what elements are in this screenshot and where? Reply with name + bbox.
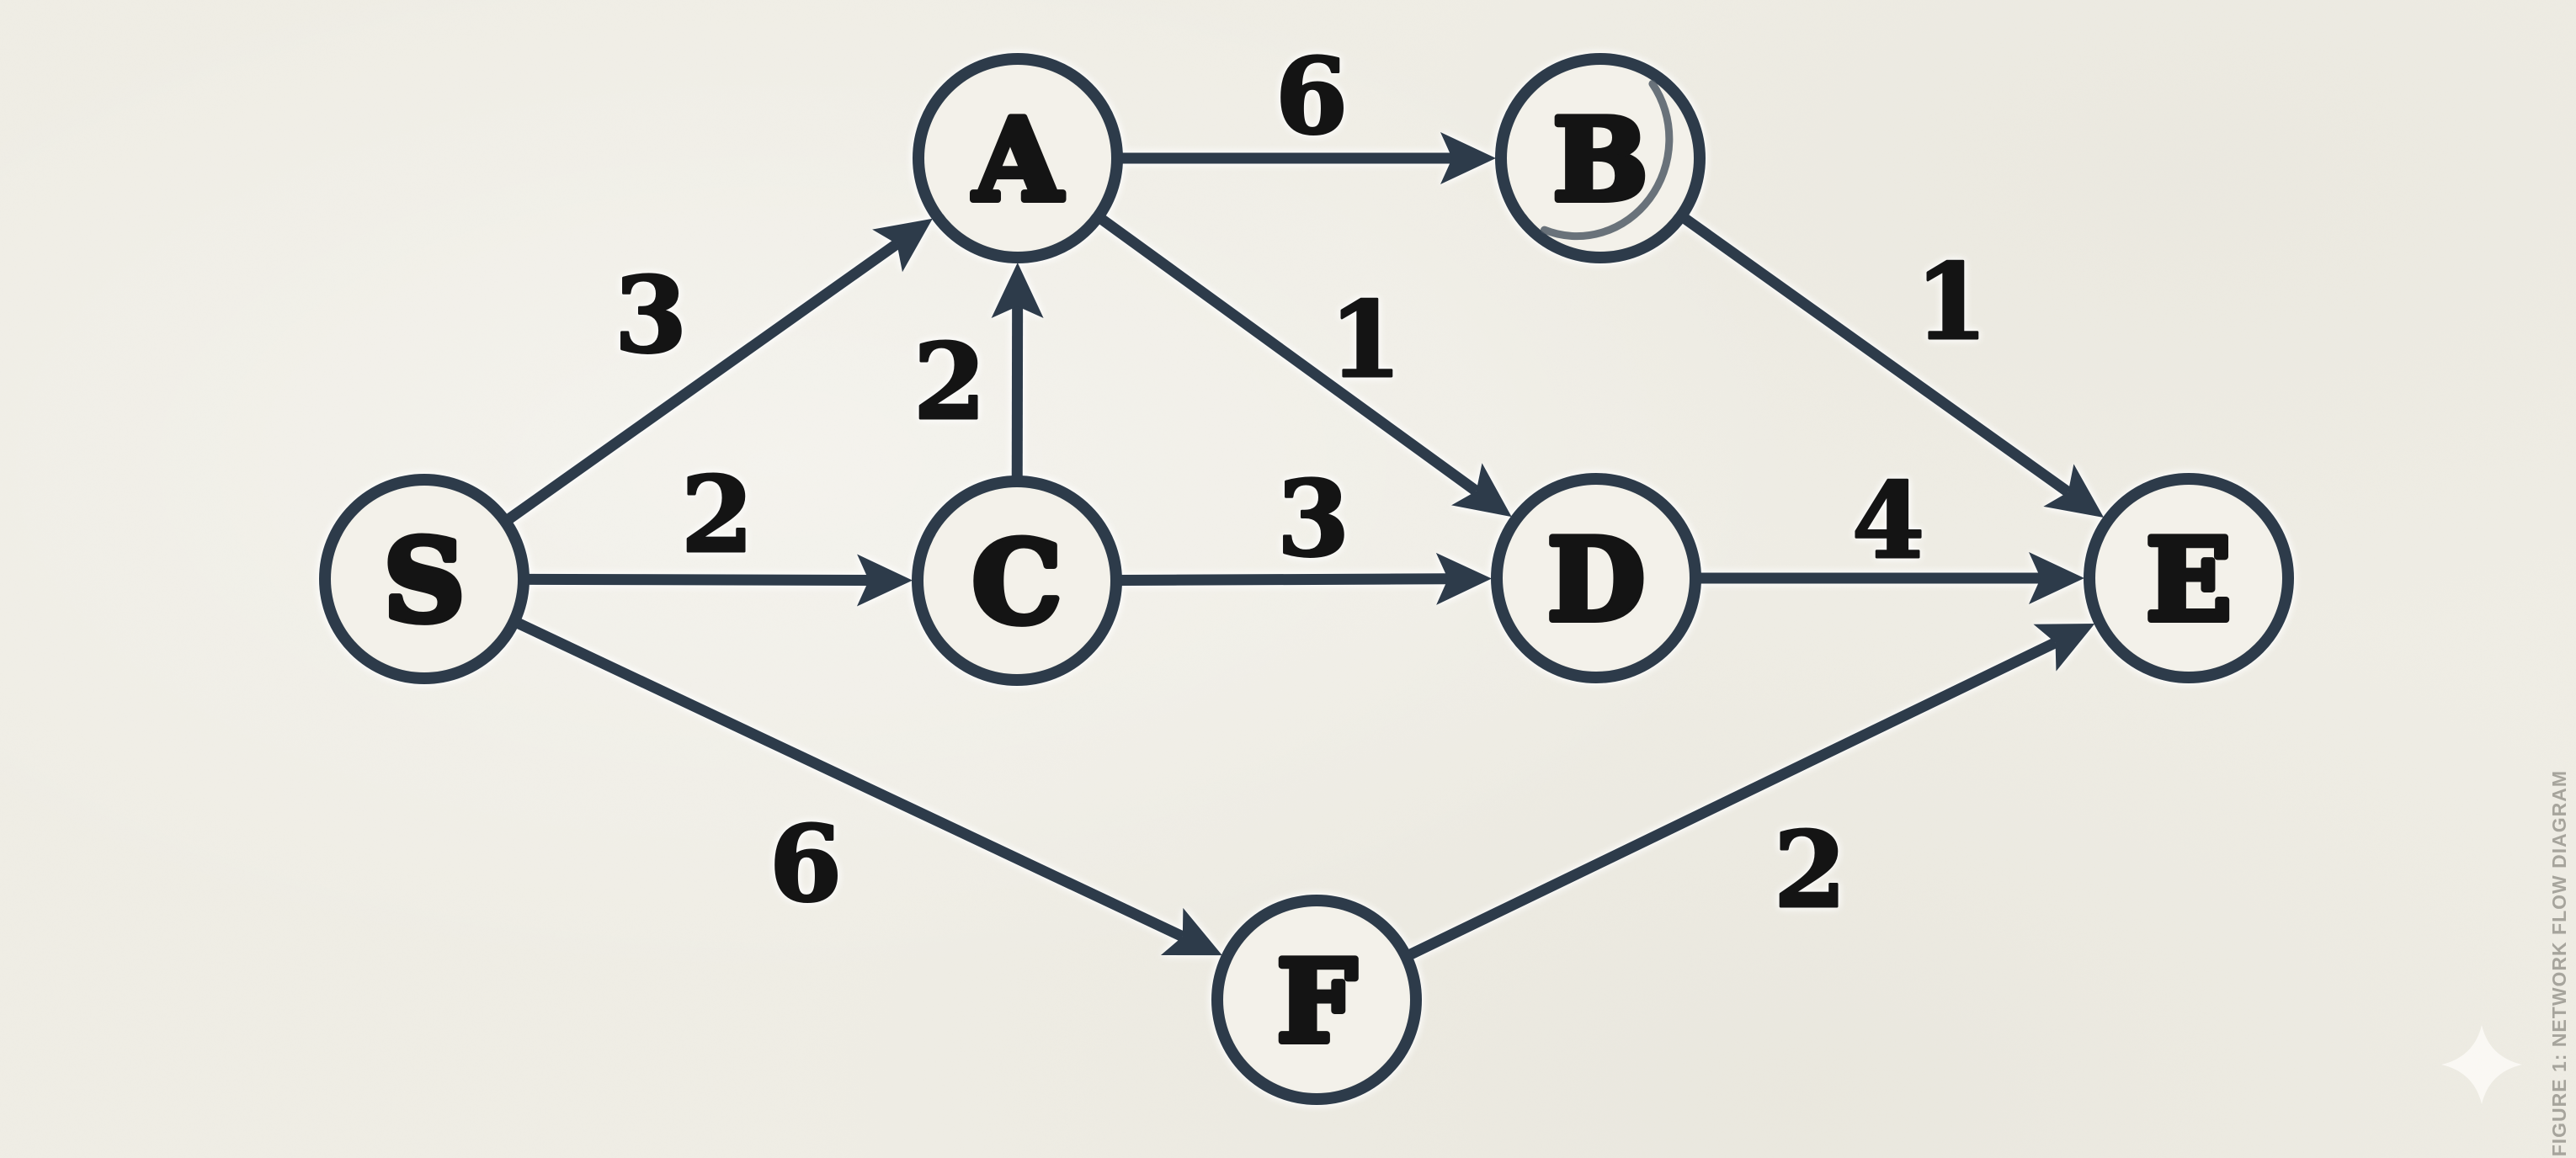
arrowhead-icon xyxy=(991,262,1044,319)
edge-weight-A-B: 6 xyxy=(1275,36,1348,158)
edge-weight-A-D: 1 xyxy=(1329,279,1402,401)
edge-weight-F-E: 2 xyxy=(1774,810,1846,932)
node-label-A: A xyxy=(972,93,1063,226)
edge-weight-S-A: 3 xyxy=(615,255,687,377)
edge-line xyxy=(514,618,1185,942)
edge-S-C: 2 xyxy=(526,454,913,607)
edge-C-D: 3 xyxy=(1119,458,1493,605)
edge-F-E: 2 xyxy=(1407,623,2095,960)
node-label-C: C xyxy=(972,516,1062,649)
edge-line xyxy=(504,239,901,524)
edge-weight-S-C: 2 xyxy=(681,454,753,576)
edge-weight-C-A: 2 xyxy=(913,321,986,444)
node-circle-E xyxy=(2084,473,2294,683)
arrowhead-icon xyxy=(2033,623,2095,672)
edge-weight-S-F: 6 xyxy=(769,804,842,926)
node-B: B xyxy=(1495,53,1706,263)
node-E: E xyxy=(2084,473,2294,683)
sketch-stroke xyxy=(1541,80,1674,241)
node-label-F: F xyxy=(1276,935,1356,1068)
edge-A-D: 1 xyxy=(1097,214,1512,518)
edge-line xyxy=(1407,637,2058,960)
node-circle-D xyxy=(1491,473,1701,683)
arrowhead-icon xyxy=(2043,464,2105,518)
node-label-E: E xyxy=(2146,513,2232,646)
edge-line xyxy=(1119,573,1449,586)
edge-S-A: 3 xyxy=(504,218,933,524)
edge-line xyxy=(1097,214,1480,496)
node-circle-C xyxy=(912,475,1122,686)
edge-line xyxy=(1680,213,2072,497)
edge-S-F: 6 xyxy=(514,618,1222,956)
edge-A-B: 6 xyxy=(1120,35,1496,184)
edge-B-E: 1 xyxy=(1680,213,2105,518)
arrowhead-icon xyxy=(872,218,933,273)
arrowhead-icon xyxy=(2029,552,2084,604)
node-S: S xyxy=(319,474,530,684)
arrowhead-icon xyxy=(1451,463,1512,518)
arrowhead-icon xyxy=(1435,552,1493,605)
node-D: D xyxy=(1491,473,1701,683)
node-label-D: D xyxy=(1547,513,1645,646)
arrowhead-icon xyxy=(1160,907,1222,956)
figure-caption: FIGURE 1: NETWORK FLOW DIAGRAM xyxy=(2548,769,2570,1156)
node-circle-A xyxy=(913,53,1123,263)
arrowhead-icon xyxy=(856,554,913,607)
edge-weight-C-D: 3 xyxy=(1277,459,1349,581)
sparkle-icon xyxy=(2441,1025,2522,1104)
node-circle-S xyxy=(319,474,530,684)
edge-weight-B-E: 1 xyxy=(1915,242,1988,364)
node-C: C xyxy=(912,475,1122,686)
edge-C-A: 2 xyxy=(912,262,1044,479)
arrowhead-icon xyxy=(1440,132,1496,184)
node-F: F xyxy=(1211,895,1422,1105)
node-circle-F xyxy=(1211,895,1422,1105)
edge-line xyxy=(526,573,870,586)
node-circle-B xyxy=(1495,53,1706,263)
edge-weight-D-E: 4 xyxy=(1852,460,1924,582)
node-A: A xyxy=(913,53,1123,263)
edge-D-E: 4 xyxy=(1699,459,2084,604)
node-label-S: S xyxy=(384,514,466,647)
node-label-B: B xyxy=(1552,93,1647,226)
